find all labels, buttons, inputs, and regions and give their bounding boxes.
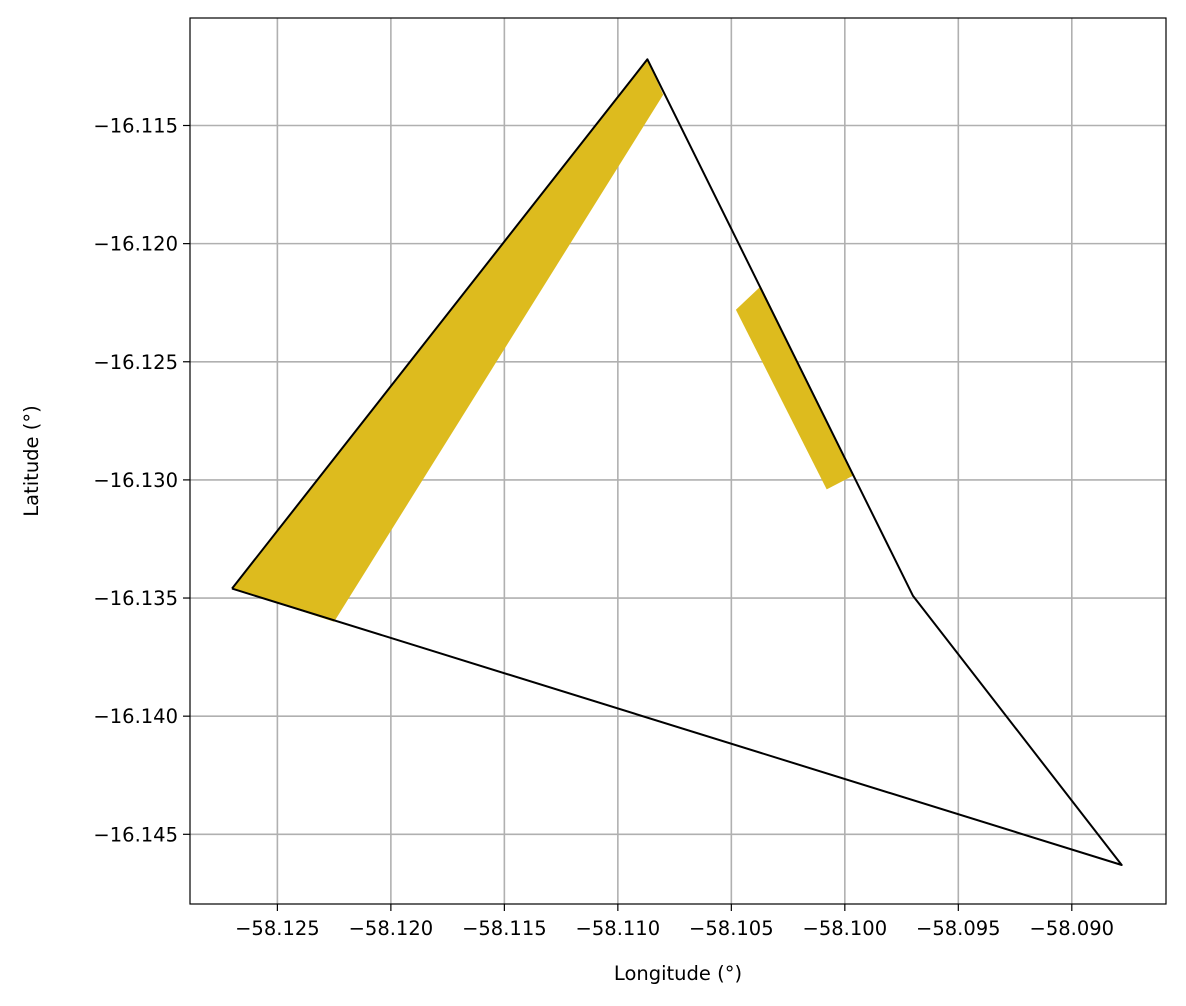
boundary-outline xyxy=(231,58,1123,866)
x-axis-label: Longitude (°) xyxy=(614,962,742,985)
plot-frame xyxy=(189,17,1167,905)
x-tick-label: −58.100 xyxy=(803,917,888,940)
y-axis-ticks: −16.115 −16.120 −16.125 −16.130 −16.135 −16.1… xyxy=(93,115,190,846)
x-tick-label: −58.090 xyxy=(1030,917,1115,940)
x-axis-ticks: −58.125 −58.120 −58.115 −58.110 −58.105 −58.1… xyxy=(235,904,1114,940)
x-tick-label: −58.115 xyxy=(462,917,547,940)
y-axis-label: Latitude (°) xyxy=(20,405,43,516)
y-tick-label: −16.125 xyxy=(93,351,178,374)
y-tick-label: −16.145 xyxy=(93,823,178,846)
shaded-area xyxy=(232,59,664,622)
y-tick-label: −16.120 xyxy=(93,233,178,256)
y-tick-label: −16.135 xyxy=(93,587,178,610)
x-tick-label: −58.095 xyxy=(916,917,1001,940)
x-tick-label: −58.105 xyxy=(689,917,774,940)
x-tick-label: −58.125 xyxy=(235,917,320,940)
y-tick-label: −16.115 xyxy=(93,115,178,138)
area-layer xyxy=(232,59,854,622)
y-tick-label: −16.130 xyxy=(93,469,178,492)
x-tick-label: −58.110 xyxy=(576,917,661,940)
shaded-area xyxy=(735,286,854,490)
boundary-layer xyxy=(231,58,1123,866)
x-tick-label: −58.120 xyxy=(349,917,434,940)
y-tick-label: −16.140 xyxy=(93,705,178,728)
